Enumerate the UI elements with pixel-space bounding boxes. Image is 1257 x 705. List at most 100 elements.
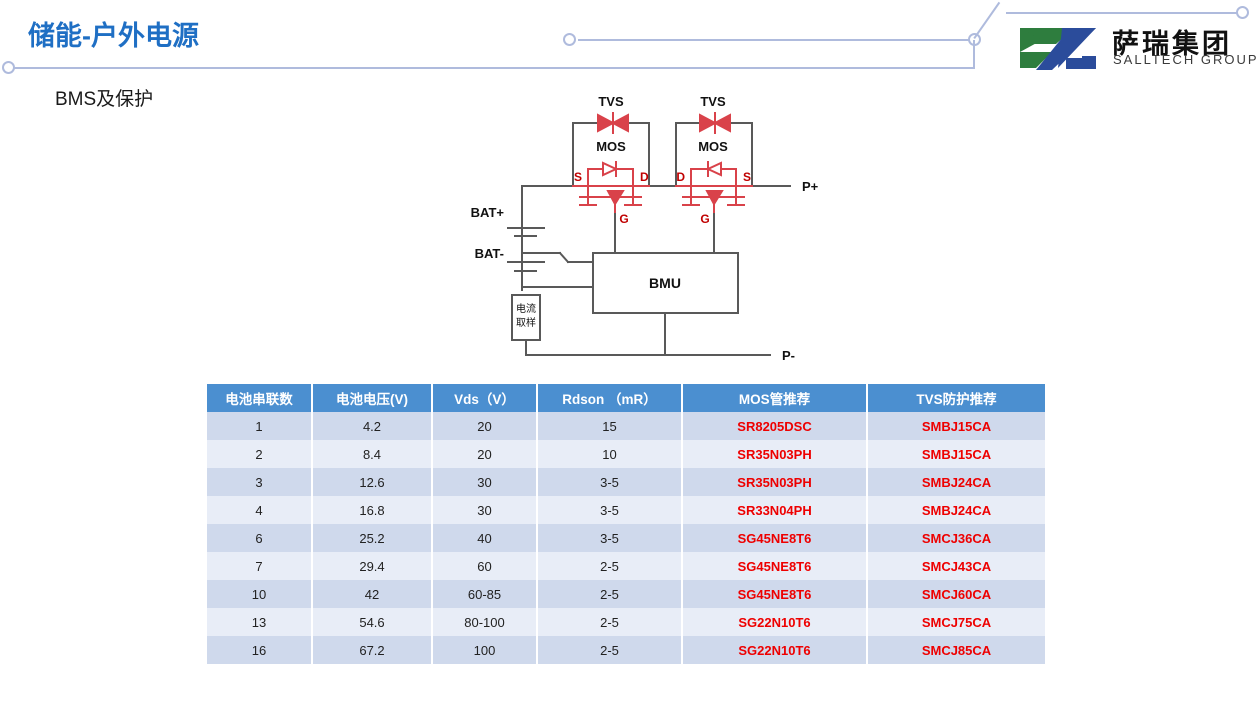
cell-rdson: 10	[537, 440, 683, 468]
cell-tvs: SMCJ85CA	[867, 636, 1045, 664]
company-logo: 萨瑞集团 SALLTECH GROUP	[1012, 22, 1257, 74]
cell-tvs: SMBJ15CA	[867, 440, 1045, 468]
column-header-rdson: Rdson （mR）	[537, 384, 683, 412]
cell-tvs: SMBJ24CA	[867, 496, 1045, 524]
cell-mos: SR8205DSC	[682, 412, 868, 440]
column-header-voltage: 电池电压(V)	[312, 384, 433, 412]
label-shunt-line1: 电流	[516, 302, 536, 315]
label-tvs-right: TVS	[700, 94, 726, 109]
cell-mos: SR35N03PH	[682, 468, 868, 496]
cell-tvs: SMCJ75CA	[867, 608, 1045, 636]
cell-series: 16	[207, 636, 313, 664]
cell-vds: 100	[432, 636, 538, 664]
cell-tvs: SMCJ43CA	[867, 552, 1045, 580]
cell-mos: SG22N10T6	[682, 636, 868, 664]
cell-mos: SG22N10T6	[682, 608, 868, 636]
cell-voltage: 4.2	[312, 412, 433, 440]
cell-voltage: 29.4	[312, 552, 433, 580]
label-g-right: G	[700, 212, 709, 226]
label-d-right: D	[676, 170, 685, 184]
cell-vds: 20	[432, 440, 538, 468]
cell-mos: SR35N03PH	[682, 440, 868, 468]
cell-voltage: 12.6	[312, 468, 433, 496]
mos-tvs-spec-table: 电池串联数 电池电压(V) Vds（V） Rdson （mR） MOS管推荐 T…	[207, 384, 1045, 664]
label-shunt-line2: 取样	[516, 316, 536, 329]
decor-line-top	[1006, 12, 1238, 14]
bms-circuit-diagram: TVS TVS MOS MOS S D G D S G BAT+ BAT- P+…	[460, 90, 850, 375]
label-tvs-left: TVS	[598, 94, 624, 109]
cell-series: 13	[207, 608, 313, 636]
column-header-tvs: TVS防护推荐	[867, 384, 1045, 412]
column-header-series: 电池串联数	[207, 384, 313, 412]
cell-voltage: 42	[312, 580, 433, 608]
column-header-vds: Vds（V）	[432, 384, 538, 412]
cell-vds: 80-100	[432, 608, 538, 636]
logo-name-en: SALLTECH GROUP	[1113, 52, 1257, 67]
cell-rdson: 2-5	[537, 636, 683, 664]
cell-vds: 40	[432, 524, 538, 552]
cell-voltage: 8.4	[312, 440, 433, 468]
decor-line-upper	[578, 39, 976, 41]
label-g-left: G	[619, 212, 628, 226]
decor-line-vertical	[973, 40, 975, 68]
decor-line-diagonal	[973, 1, 1001, 39]
cell-rdson: 2-5	[537, 552, 683, 580]
label-mos-left: MOS	[596, 139, 626, 154]
label-s-right: S	[743, 170, 751, 184]
label-s-left: S	[574, 170, 582, 184]
cell-series: 6	[207, 524, 313, 552]
cell-series: 2	[207, 440, 313, 468]
cell-mos: SG45NE8T6	[682, 524, 868, 552]
cell-vds: 60-85	[432, 580, 538, 608]
page-title: 储能-户外电源	[28, 21, 199, 51]
cell-vds: 20	[432, 412, 538, 440]
section-subtitle: BMS及保护	[55, 89, 154, 110]
cell-vds: 30	[432, 468, 538, 496]
column-header-mos: MOS管推荐	[682, 384, 868, 412]
label-bat-minus: BAT-	[475, 246, 504, 261]
cell-rdson: 3-5	[537, 496, 683, 524]
label-d-left: D	[640, 170, 649, 184]
cell-series: 7	[207, 552, 313, 580]
cell-tvs: SMCJ60CA	[867, 580, 1045, 608]
cell-rdson: 3-5	[537, 468, 683, 496]
cell-tvs: SMCJ36CA	[867, 524, 1045, 552]
cell-rdson: 2-5	[537, 608, 683, 636]
cell-rdson: 15	[537, 412, 683, 440]
decor-node-top-right	[1236, 6, 1249, 19]
cell-tvs: SMBJ24CA	[867, 468, 1045, 496]
cell-voltage: 25.2	[312, 524, 433, 552]
cell-vds: 60	[432, 552, 538, 580]
cell-series: 3	[207, 468, 313, 496]
cell-rdson: 3-5	[537, 524, 683, 552]
label-bmu: BMU	[649, 275, 681, 291]
decor-line-lower	[14, 67, 975, 69]
cell-tvs: SMBJ15CA	[867, 412, 1045, 440]
cell-series: 1	[207, 412, 313, 440]
cell-voltage: 67.2	[312, 636, 433, 664]
cell-mos: SG45NE8T6	[682, 552, 868, 580]
table-header-row: 电池串联数 电池电压(V) Vds（V） Rdson （mR） MOS管推荐 T…	[207, 384, 1045, 412]
logo-mark-icon	[1020, 28, 1096, 70]
logo-name-cn: 萨瑞集团	[1112, 29, 1232, 59]
cell-mos: SR33N04PH	[682, 496, 868, 524]
cell-series: 4	[207, 496, 313, 524]
label-p-minus: P-	[782, 348, 795, 363]
label-bat-plus: BAT+	[471, 205, 505, 220]
decor-node-lower-left	[2, 61, 15, 74]
cell-voltage: 16.8	[312, 496, 433, 524]
cell-voltage: 54.6	[312, 608, 433, 636]
label-mos-right: MOS	[698, 139, 728, 154]
decor-node-upper-left	[563, 33, 576, 46]
cell-mos: SG45NE8T6	[682, 580, 868, 608]
cell-series: 10	[207, 580, 313, 608]
